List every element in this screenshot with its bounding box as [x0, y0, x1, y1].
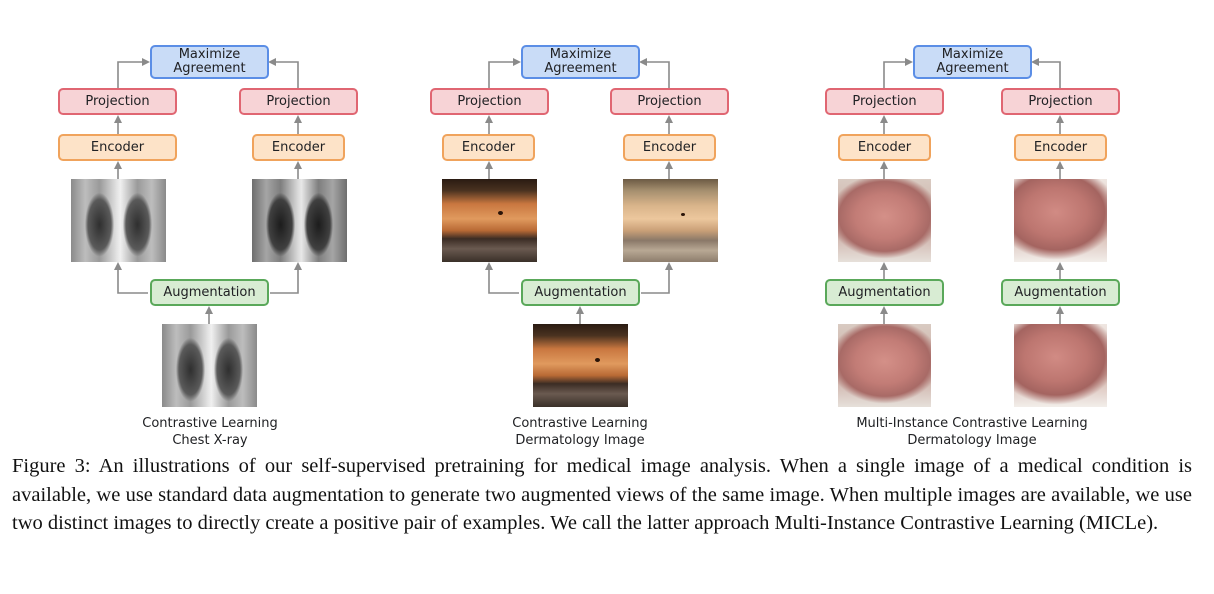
- projection-box-2a: Projection: [430, 88, 549, 115]
- encoder-box-3b: Encoder: [1014, 134, 1107, 161]
- maximize-agreement-label: Maximize Agreement: [544, 47, 617, 76]
- panel-caption-2: Contrastive Learning Dermatology Image: [480, 415, 680, 449]
- lesion-mark: [681, 213, 685, 216]
- augmentation-label: Augmentation: [1014, 284, 1107, 300]
- encoder-label: Encoder: [1033, 139, 1088, 155]
- connector-arrow-9: [270, 262, 302, 294]
- projection-label: Projection: [457, 93, 522, 109]
- augmentation-label: Augmentation: [534, 284, 627, 300]
- caption-line-2: Dermatology Image: [907, 433, 1037, 448]
- encoder-label: Encoder: [271, 139, 326, 155]
- lesion-mark: [595, 358, 600, 362]
- augmentation-box-3b: Augmentation: [1001, 279, 1120, 306]
- connector-arrow-11: [639, 58, 670, 88]
- caption-line-2: Dermatology Image: [515, 433, 645, 448]
- caption-line-1: Contrastive Learning: [512, 416, 648, 431]
- projection-box-3a: Projection: [825, 88, 944, 115]
- maximize-agreement-box-2: Maximize Agreement: [521, 45, 640, 79]
- caption-line-2: Chest X-ray: [172, 433, 248, 448]
- dermatology-view-2: [623, 179, 718, 262]
- maximize-agreement-box-1: Maximize Agreement: [150, 45, 269, 79]
- connector-arrow-17: [485, 262, 519, 294]
- projection-label: Projection: [85, 93, 150, 109]
- connector-arrow-2: [268, 58, 299, 88]
- encoder-box-1b: Encoder: [252, 134, 345, 161]
- chest-xray-source: [162, 324, 257, 407]
- figure-caption: Figure 3: An illustrations of our self-s…: [12, 455, 1192, 534]
- augmentation-box-1: Augmentation: [150, 279, 269, 306]
- encoder-box-1a: Encoder: [58, 134, 177, 161]
- connector-arrow-8: [114, 262, 148, 294]
- projection-label: Projection: [852, 93, 917, 109]
- dermatology-source: [533, 324, 628, 407]
- projection-box-3b: Projection: [1001, 88, 1120, 115]
- encoder-box-2b: Encoder: [623, 134, 716, 161]
- projection-box-1b: Projection: [239, 88, 358, 115]
- encoder-box-2a: Encoder: [442, 134, 535, 161]
- caption-line-1: Contrastive Learning: [142, 416, 278, 431]
- connector-arrow-1: [117, 58, 150, 88]
- hand-image-source-1: [838, 324, 931, 407]
- dermatology-view-1: [442, 179, 537, 262]
- connector-arrow-20: [1031, 58, 1061, 88]
- connector-arrow-18: [641, 262, 673, 294]
- caption-line-1: Multi-Instance Contrastive Learning: [856, 416, 1088, 431]
- encoder-label: Encoder: [642, 139, 697, 155]
- encoder-label: Encoder: [461, 139, 516, 155]
- projection-label: Projection: [637, 93, 702, 109]
- chest-xray-view-2: [252, 179, 347, 262]
- augmentation-box-3a: Augmentation: [825, 279, 944, 306]
- connector-arrow-19: [883, 58, 913, 88]
- projection-box-2b: Projection: [610, 88, 729, 115]
- pretraining-diagram: Maximize Agreement Projection Projection…: [58, 45, 1120, 449]
- hand-image-source-2: [1014, 324, 1107, 407]
- skin-crop-view-2: [1014, 179, 1107, 262]
- panel-caption-3: Multi-Instance Contrastive Learning Derm…: [832, 415, 1112, 449]
- projection-label: Projection: [1028, 93, 1093, 109]
- maximize-agreement-label: Maximize Agreement: [936, 47, 1009, 76]
- arrow-layer: [114, 58, 1064, 324]
- encoder-label: Encoder: [90, 139, 145, 155]
- projection-label: Projection: [266, 93, 331, 109]
- encoder-box-3a: Encoder: [838, 134, 931, 161]
- skin-crop-view-1: [838, 179, 931, 262]
- connector-arrow-10: [488, 58, 521, 88]
- maximize-agreement-label: Maximize Agreement: [173, 47, 246, 76]
- augmentation-label: Augmentation: [163, 284, 256, 300]
- augmentation-label: Augmentation: [838, 284, 931, 300]
- chest-xray-view-1: [71, 179, 166, 262]
- maximize-agreement-box-3: Maximize Agreement: [913, 45, 1032, 79]
- panel-caption-1: Contrastive Learning Chest X-ray: [110, 415, 310, 449]
- projection-box-1a: Projection: [58, 88, 177, 115]
- encoder-label: Encoder: [857, 139, 912, 155]
- augmentation-box-2: Augmentation: [521, 279, 640, 306]
- lesion-mark: [498, 211, 503, 215]
